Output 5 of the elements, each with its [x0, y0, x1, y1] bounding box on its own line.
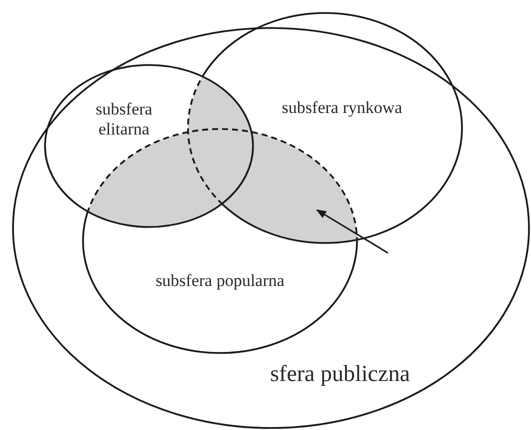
region-label: subsfera rynkowa [280, 98, 404, 118]
arrow [316, 209, 388, 254]
region-label: sfera publiczna [269, 360, 411, 388]
region-label: subsfera elitarna [94, 99, 154, 139]
region-label: subsfera popularna [154, 271, 286, 291]
